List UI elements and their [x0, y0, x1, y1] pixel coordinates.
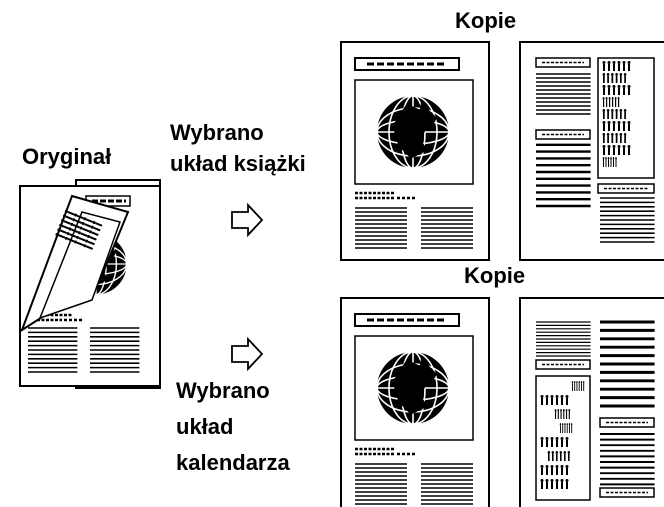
- calendar-copies-title: Kopie: [464, 263, 526, 288]
- book-copy-back-page: [519, 41, 664, 261]
- calendar-copy-front-page: [341, 298, 489, 507]
- calendar-layout-label-line1: Wybrano: [176, 378, 270, 403]
- calendar-layout-label-line3: kalendarza: [176, 450, 290, 475]
- calendar-layout-label-line2: układ: [176, 414, 234, 439]
- book-layout-label-line2: układ książki: [170, 151, 306, 176]
- book-layout-label-line1: Wybrano: [170, 120, 264, 145]
- calendar-copy-back-page: [519, 297, 664, 507]
- arrow-right-icon: [231, 202, 264, 238]
- book-copies-title: Kopie: [455, 8, 517, 33]
- arrow-right-icon: [231, 336, 264, 372]
- book-copy-front-page: [341, 42, 489, 260]
- original-document: [19, 179, 161, 389]
- original-label: Oryginał: [22, 144, 112, 169]
